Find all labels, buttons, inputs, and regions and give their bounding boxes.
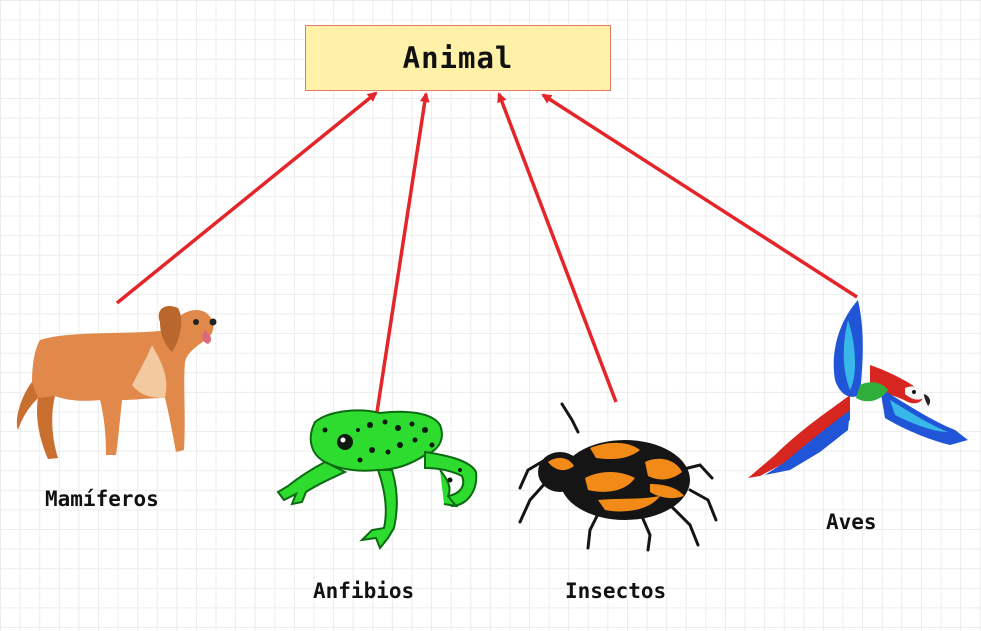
dog-illustration — [16, 305, 217, 459]
arrows — [115, 91, 858, 413]
arrow-aves-to-animal — [541, 93, 858, 299]
category-label-aves: Aves — [826, 510, 877, 534]
root-node-animal: Animal — [305, 25, 611, 91]
category-label-mamiferos: Mamíferos — [45, 487, 159, 511]
arrow-mamiferos-to-animal — [115, 91, 378, 305]
beetle-illustration — [518, 402, 718, 552]
category-label-anfibios: Anfibios — [313, 579, 415, 603]
arrow-insectos-to-animal — [497, 92, 618, 403]
frog-illustration — [276, 409, 478, 550]
category-label-insectos: Insectos — [565, 579, 667, 603]
arrow-anfibios-to-animal — [375, 92, 430, 413]
root-node-label: Animal — [402, 41, 514, 75]
macaw-illustration — [748, 300, 968, 478]
